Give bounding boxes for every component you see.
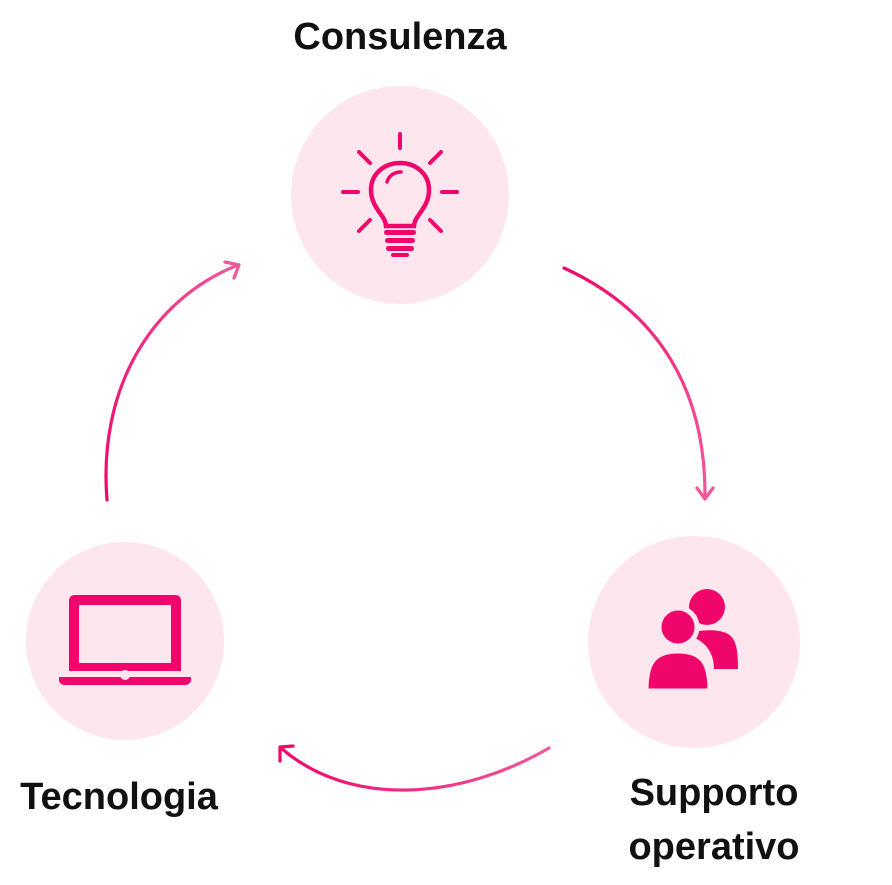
arrow-consulenza-to-supporto [562,266,715,501]
node-consulenza [291,86,509,304]
arrow-tecnologia-to-consulenza [104,260,241,502]
lightbulb-icon [335,130,465,260]
node-label-consulenza: Consulenza [293,16,507,58]
node-supporto-operativo [588,536,800,748]
node-tecnologia [26,542,224,740]
node-label-tecnologia: Tecnologia [20,776,218,818]
node-label-line-2: operativo [628,826,800,868]
users-icon [644,587,744,697]
arrow-supporto-to-tecnologia [278,744,551,792]
node-label-supporto-operativo: Supporto operativo [564,766,864,874]
laptop-icon [57,591,193,691]
node-label-line-1: Supporto [629,772,799,814]
